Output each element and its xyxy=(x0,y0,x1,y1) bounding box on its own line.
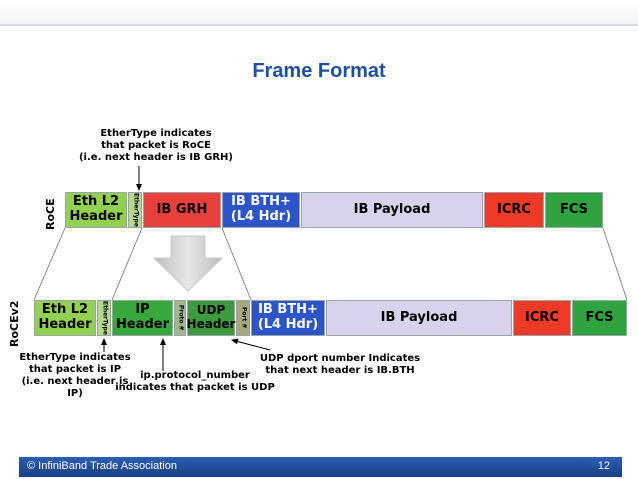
top-bar xyxy=(0,0,638,26)
rocev2-port-field: Port # xyxy=(236,300,250,336)
page-number: 12 xyxy=(597,460,610,472)
roce-icrc: ICRC xyxy=(484,192,544,228)
rocev2-port-label: Port # xyxy=(240,307,248,329)
rocev2-ib-bth-l4-hdr: IB BTH+ (L4 Hdr) xyxy=(251,300,325,336)
port-note-arrow xyxy=(231,338,271,351)
big-down-arrow xyxy=(152,235,224,292)
roce-eth-l2-header: Eth L2 Header xyxy=(65,192,127,228)
rocev2-fcs: FCS xyxy=(572,300,627,336)
map-line-grh-bth xyxy=(221,227,252,301)
map-line-fcs-right xyxy=(602,227,628,301)
rocev2-ip-header: IP Header xyxy=(112,300,173,336)
roce-row-label: RoCE xyxy=(44,198,57,230)
rocev2-ib-payload: IB Payload xyxy=(326,300,512,336)
slide-title: Frame Format xyxy=(252,60,386,82)
roce-ib-bth-l4-hdr: IB BTH+ (L4 Hdr) xyxy=(222,192,300,228)
rocev2-ethertype-label: EtherType xyxy=(101,301,109,335)
footer-bar: © InfiniBand Trade Association 12 xyxy=(19,457,622,477)
footer-copyright: © InfiniBand Trade Association xyxy=(27,460,177,472)
rocev2-udp-header: UDP Header xyxy=(187,300,235,336)
rocev2-proto-field: Proto # xyxy=(174,300,186,336)
top-divider xyxy=(0,24,638,26)
rocev2-eth-l2-header: Eth L2 Header xyxy=(34,300,96,336)
rocev2-proto-label: Proto # xyxy=(177,305,185,331)
roce-ib-payload: IB Payload xyxy=(301,192,483,228)
map-line-ethertype xyxy=(111,227,143,301)
rocev2-row-label: RoCEv2 xyxy=(8,300,21,347)
roce-ethertype-label: EtherType xyxy=(132,193,140,227)
roce-fcs: FCS xyxy=(545,192,603,228)
rocev2-ethertype-field: EtherType xyxy=(97,300,111,336)
rocev2-icrc: ICRC xyxy=(513,300,571,336)
roce-ethertype-field: EtherType xyxy=(128,192,142,228)
map-line-eth-left xyxy=(33,227,66,301)
roce-ib-grh: IB GRH xyxy=(143,192,221,228)
